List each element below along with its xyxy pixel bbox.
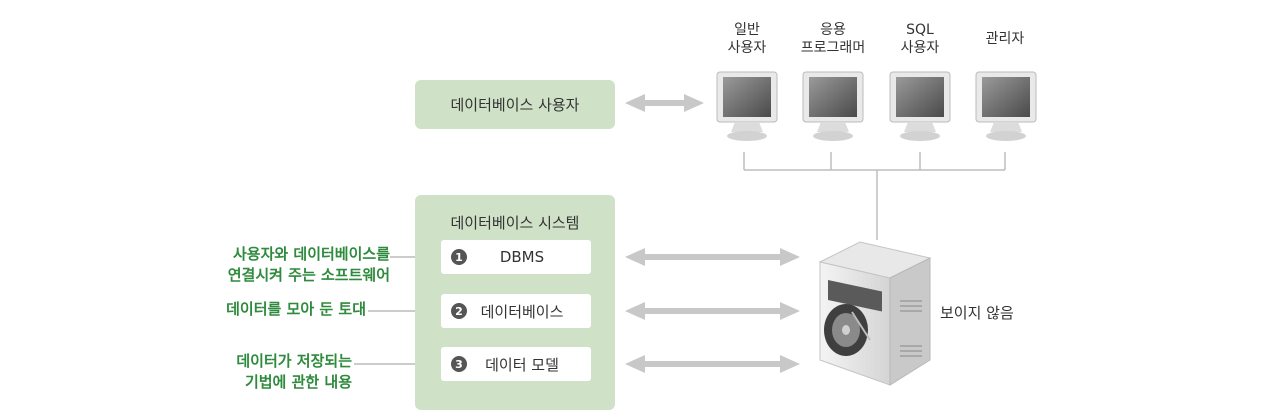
system-item-label: 데이터 모델 xyxy=(485,355,559,374)
double-arrow-users xyxy=(625,94,704,112)
note-data-model: 데이터가 저장되는 기법에 관한 내용 xyxy=(236,352,352,391)
computer-monitor-icon-3 xyxy=(889,71,951,141)
system-item-data-model: 3 데이터 모델 xyxy=(441,347,591,381)
double-arrow-database xyxy=(625,302,800,320)
system-item-database: 2 데이터베이스 xyxy=(441,294,591,328)
system-item-label: 데이터베이스 xyxy=(480,302,564,321)
number-badge-3: 3 xyxy=(451,356,467,372)
database-system-title: 데이터베이스 시스템 xyxy=(450,214,580,232)
database-users-label: 데이터베이스 사용자 xyxy=(450,96,580,114)
server-icon xyxy=(818,241,932,386)
system-item-dbms: 1 DBMS xyxy=(441,240,591,274)
role-label-administrator: 관리자 xyxy=(985,31,1025,47)
note-dbms: 사용자와 데이터베이스를 연결시켜 주는 소프트웨어 xyxy=(227,245,390,284)
computer-monitor-icon-4 xyxy=(975,71,1037,141)
note-database: 데이터를 모아 둔 토대 xyxy=(226,300,366,318)
role-label-general-user: 일반 사용자 xyxy=(727,22,767,56)
number-badge-2: 2 xyxy=(451,303,467,319)
database-users-box: 데이터베이스 사용자 xyxy=(415,80,615,129)
number-badge-1: 1 xyxy=(451,249,467,265)
computer-monitor-icon-2 xyxy=(802,71,864,141)
system-item-label: DBMS xyxy=(499,248,545,266)
role-label-application-programmer: 응용 프로그래머 xyxy=(800,22,866,56)
computer-monitor-icon-1 xyxy=(716,71,778,141)
double-arrow-dbms xyxy=(625,248,800,266)
server-label: 보이지 않음 xyxy=(940,304,1014,322)
double-arrow-model xyxy=(625,355,800,373)
network-lines xyxy=(743,152,1006,240)
role-label-sql-user: SQL 사용자 xyxy=(900,22,940,56)
